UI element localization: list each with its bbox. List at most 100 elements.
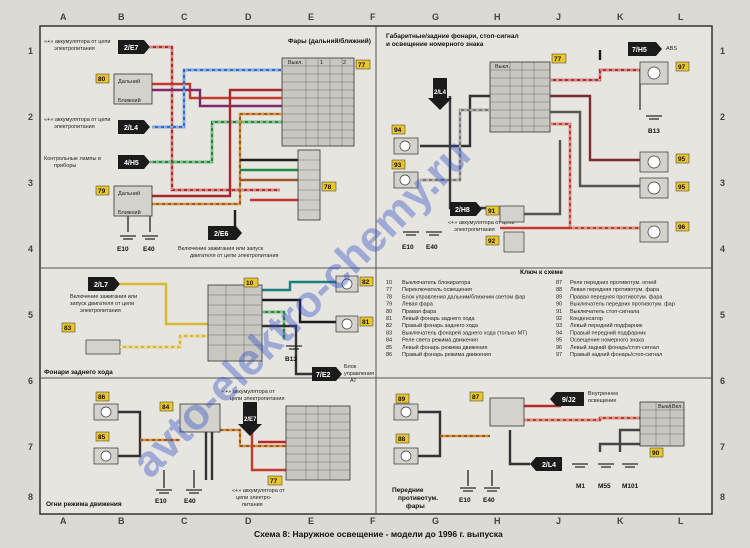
lamp-96: 96: [639, 221, 690, 243]
legend-number: 78: [386, 294, 392, 300]
arrow-2-L4-down: [428, 78, 452, 110]
legend-number: 82: [386, 323, 392, 329]
grid-letter: A: [60, 516, 67, 526]
arrow-label: 7/H5: [632, 47, 647, 54]
ground-label: E40: [483, 497, 495, 504]
legend-number: 79: [386, 302, 392, 308]
svg-text:81: 81: [362, 319, 370, 326]
label-far: Дальний: [118, 190, 140, 197]
arrow-label: 4/H5: [124, 160, 139, 167]
legend-number: 89: [556, 294, 562, 300]
legend-text: Переключатель освещения: [402, 287, 472, 293]
grid-row: 3: [28, 178, 33, 188]
grid-letter: J: [556, 12, 561, 22]
legend-number: 85: [386, 345, 392, 351]
supply-note-b: электропитания: [454, 227, 495, 233]
lamp-86: 86: [93, 391, 119, 421]
grid-row: 1: [720, 46, 725, 56]
grid-row: 1: [28, 46, 33, 56]
ref-number: 77: [358, 62, 366, 69]
legend-text: Левая фара: [402, 302, 434, 308]
section-headlights: Фары (дальний/ближний) Выкл. 1 2 77: [44, 37, 371, 259]
legend-text: Левый фонарь заднего хода: [402, 315, 475, 322]
block-note-c: АТ: [350, 378, 357, 384]
grid-letter: C: [181, 516, 188, 526]
switch-block-90: [639, 401, 685, 447]
switch-block-10: [207, 284, 263, 362]
ignition-note-a: Включение зажигания или запуск: [178, 246, 264, 252]
switch-block-77: [489, 61, 551, 133]
ignition-note-c: электропитания: [80, 308, 121, 314]
grid-row: 5: [720, 310, 725, 320]
lamp-82: 82: [335, 275, 374, 293]
legend-number: 81: [386, 316, 392, 322]
arrow-2-E7: [118, 40, 150, 54]
grid-row: 8: [720, 492, 725, 502]
ground-label: B13: [285, 356, 297, 363]
ref-number: 90: [652, 450, 660, 457]
grid-row: 5: [28, 310, 33, 320]
section-rear-lights: Габаритные/задние фонари, стоп-сигнал и …: [386, 32, 690, 253]
interior-light-b: освещение: [588, 398, 616, 404]
label-near: Ближний: [118, 97, 141, 104]
legend-text: Блок управления дальним/ближним светом ф…: [402, 294, 525, 300]
module-92: 92: [485, 231, 525, 253]
arrow-4-H5: [118, 155, 150, 169]
legend-text: Левый передний подфарник: [570, 322, 643, 329]
arrow-label: 2/E7: [244, 417, 257, 423]
grid-letter: F: [370, 516, 376, 526]
supply-note-1b: электропитания: [54, 46, 95, 52]
ground-label: E10: [402, 244, 414, 251]
arrow-label: 2/L4: [434, 90, 447, 96]
ref-number: 83: [64, 325, 72, 332]
grid-row: 2: [28, 112, 33, 122]
arrow-2-L4: [118, 120, 150, 134]
supply-note-2b: электропитания: [54, 124, 95, 130]
legend-text: Конденсатор: [570, 316, 603, 322]
arrow-2-H8: [450, 202, 482, 216]
grid-letter: L: [678, 516, 684, 526]
grid-letter: E: [308, 12, 314, 22]
arrow-7-H5: [628, 42, 662, 56]
arrow-2-L7: [88, 277, 120, 291]
section-title-daytime: Огни режима движения: [46, 501, 122, 508]
section-title-front-fog-c: фары: [406, 503, 425, 510]
ref-number: 78: [324, 184, 332, 191]
svg-text:94: 94: [394, 127, 402, 134]
ground-label: M1: [576, 483, 585, 490]
legend-number: 86: [386, 352, 392, 358]
arrow-label: 2/L4: [124, 125, 138, 132]
grid-row: 3: [720, 178, 725, 188]
svg-text:85: 85: [98, 434, 106, 441]
switch-header-2: 2: [343, 60, 346, 66]
ground-label: E10: [155, 498, 167, 505]
grid-row: 2: [720, 112, 725, 122]
legend-number: 92: [556, 316, 562, 322]
grid-letter: G: [432, 12, 439, 22]
lamp-94: 94: [391, 124, 419, 155]
svg-text:93: 93: [394, 162, 402, 169]
legend-text: Выключатель блокиратора: [402, 280, 471, 286]
grid-letter: K: [617, 516, 624, 526]
grid-letter: F: [370, 12, 376, 22]
lamp-85: 85: [93, 431, 119, 465]
module-91: 91: [485, 205, 525, 223]
legend-number: 96: [556, 345, 562, 351]
ground-label: M55: [598, 483, 611, 490]
grid-row: 6: [28, 376, 33, 386]
lamp-89: 89: [393, 393, 419, 421]
arrow-label: 2/L7: [94, 282, 108, 289]
grid-letters-top: A B C D E F G H J K L: [60, 12, 684, 22]
svg-text:89: 89: [398, 396, 406, 403]
supply-note-d: цепи электро-: [236, 495, 272, 501]
ground-label: B13: [648, 128, 660, 135]
grid-letter: A: [60, 12, 67, 22]
supply-note-e: питания: [242, 502, 263, 508]
arrow-label: 2/H8: [455, 207, 470, 214]
legend-text: Правый передний подфарник: [570, 329, 646, 336]
relay-84: [179, 403, 221, 433]
grid-letter: J: [556, 516, 561, 526]
